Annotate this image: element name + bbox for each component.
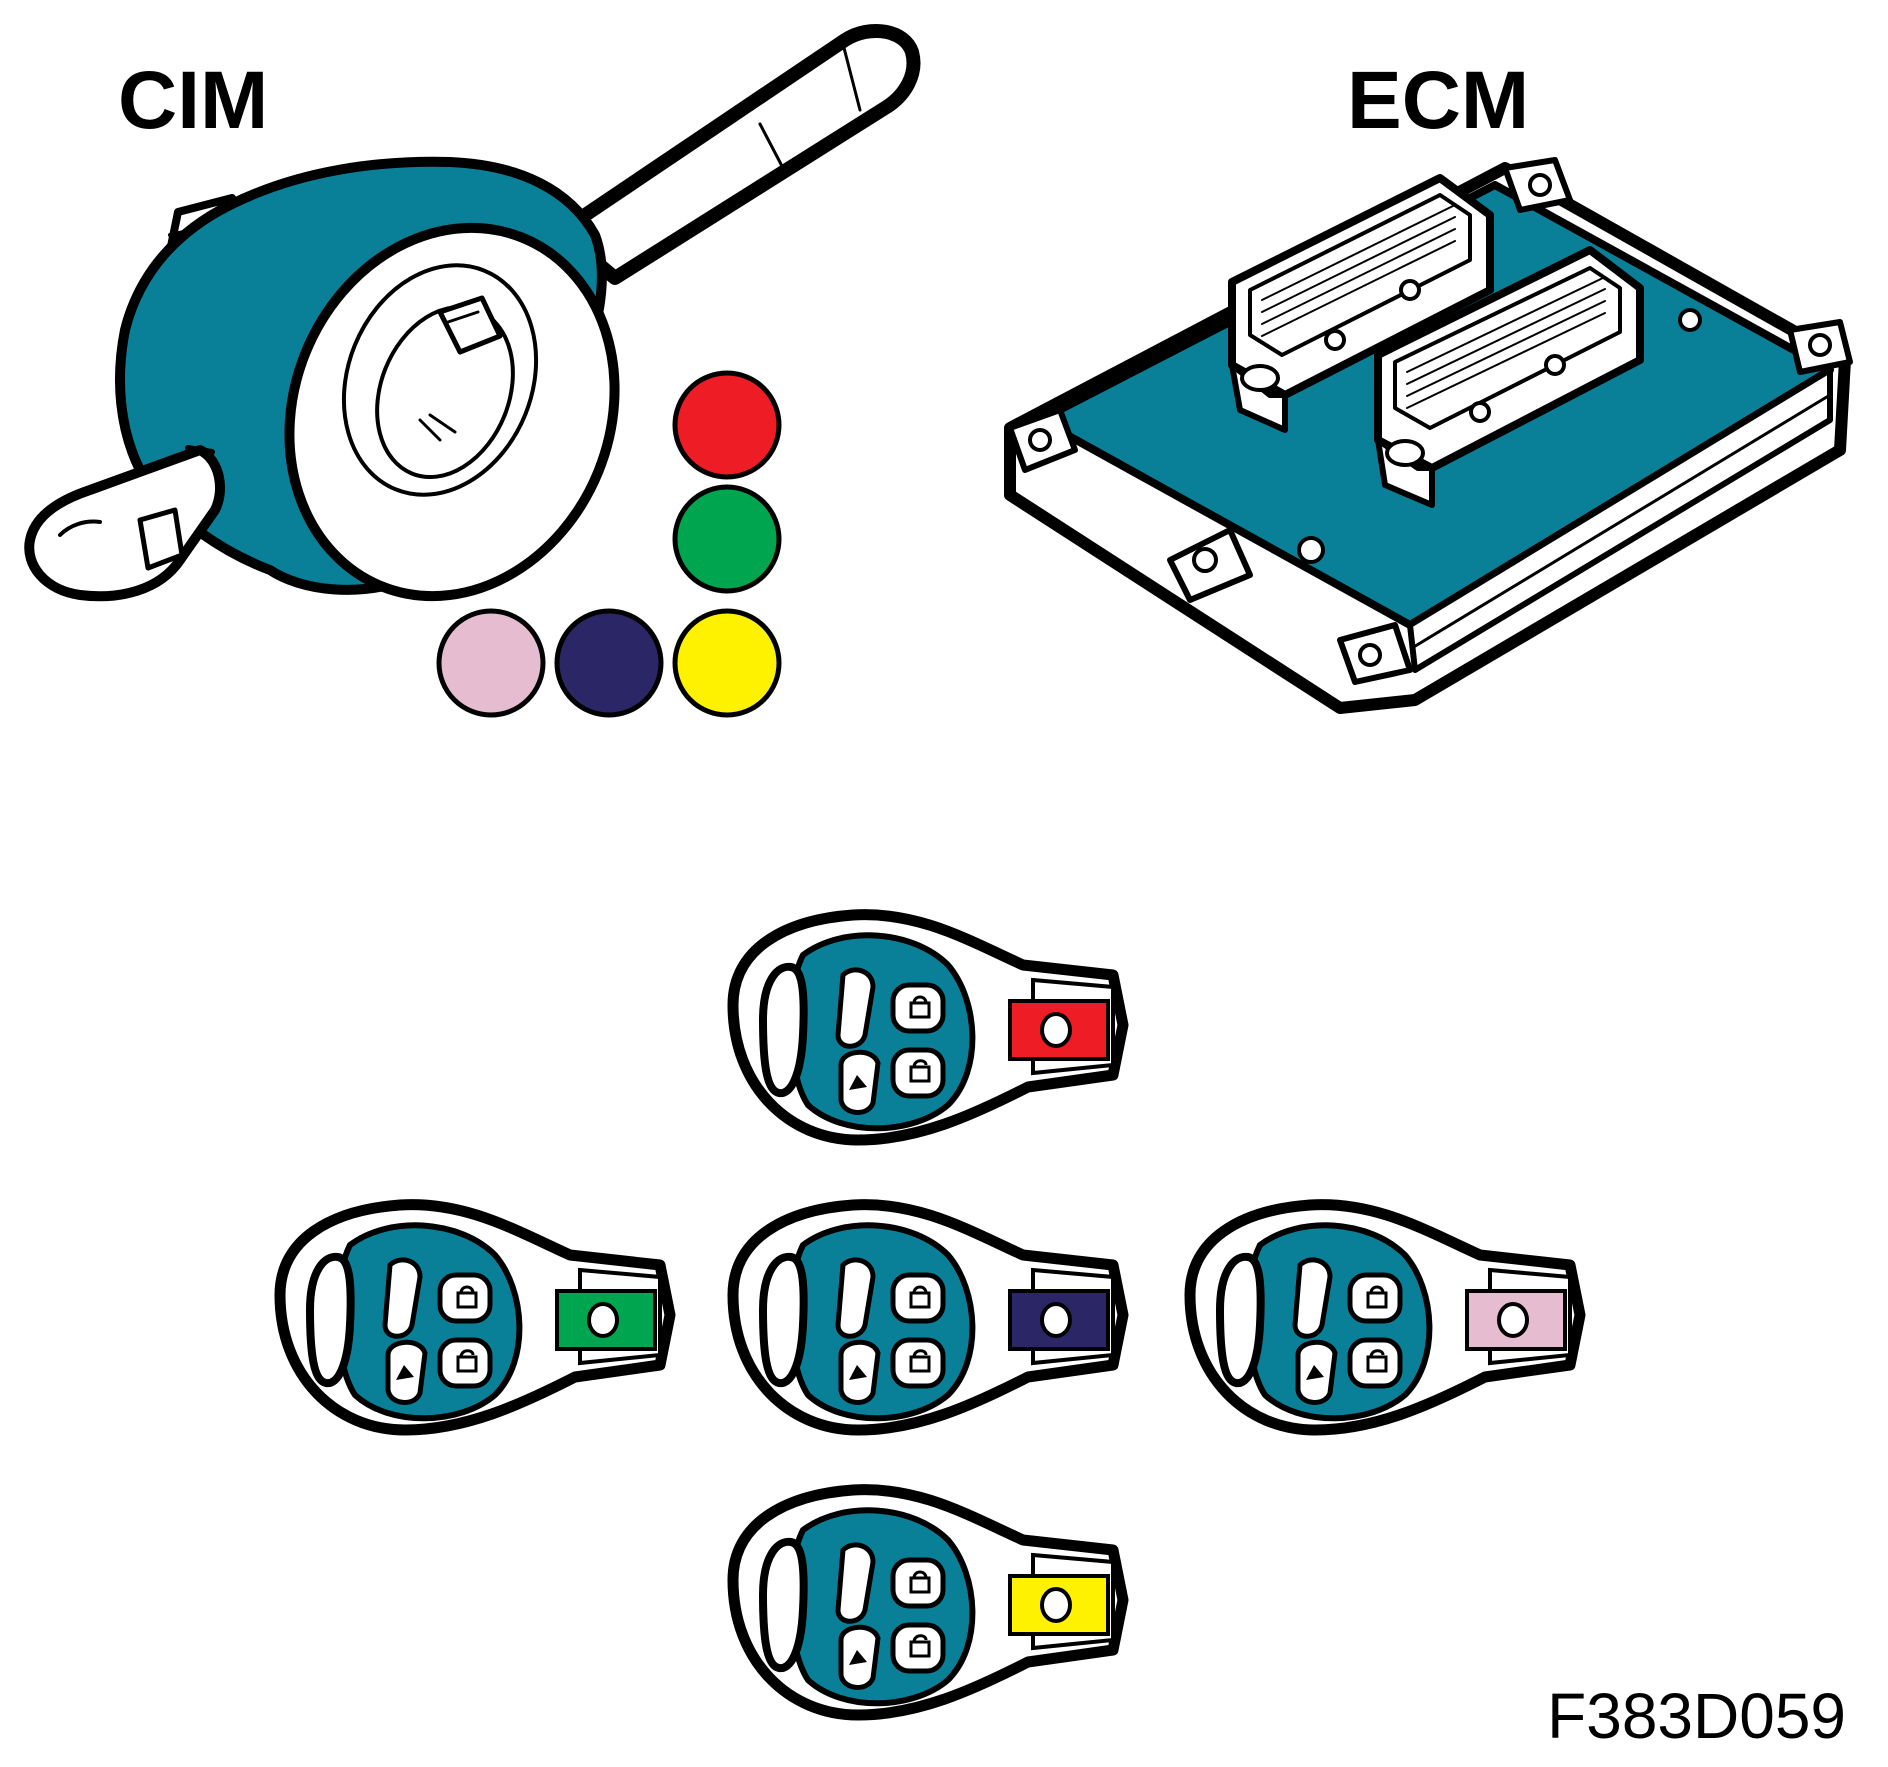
key-pink bbox=[1190, 1205, 1580, 1430]
ecm-connector-1 bbox=[1228, 174, 1494, 433]
cim-clockspring-face bbox=[284, 222, 620, 602]
color-dot-green bbox=[672, 484, 782, 594]
cim-stalk-lever bbox=[553, 23, 921, 285]
key-red bbox=[733, 915, 1123, 1140]
color-dot-navy bbox=[554, 608, 664, 718]
color-dot-red bbox=[672, 370, 782, 480]
cim-left-lever bbox=[24, 445, 225, 602]
cim-center-connector bbox=[437, 295, 503, 355]
color-dot-yellow bbox=[672, 608, 782, 718]
ecm-connector-2 bbox=[1374, 246, 1644, 508]
key-yellow bbox=[733, 1490, 1123, 1715]
figure-id: F383D059 bbox=[1547, 1680, 1846, 1752]
cim-module bbox=[24, 23, 921, 602]
ecm-module bbox=[1004, 157, 1853, 714]
key-band-red bbox=[1008, 999, 1110, 1061]
key-navy bbox=[733, 1205, 1123, 1430]
color-dots bbox=[436, 370, 782, 718]
color-dot-pink bbox=[436, 608, 546, 718]
key-green bbox=[280, 1205, 670, 1430]
cim-label: CIM bbox=[118, 55, 269, 146]
ecm-label: ECM bbox=[1347, 55, 1530, 146]
